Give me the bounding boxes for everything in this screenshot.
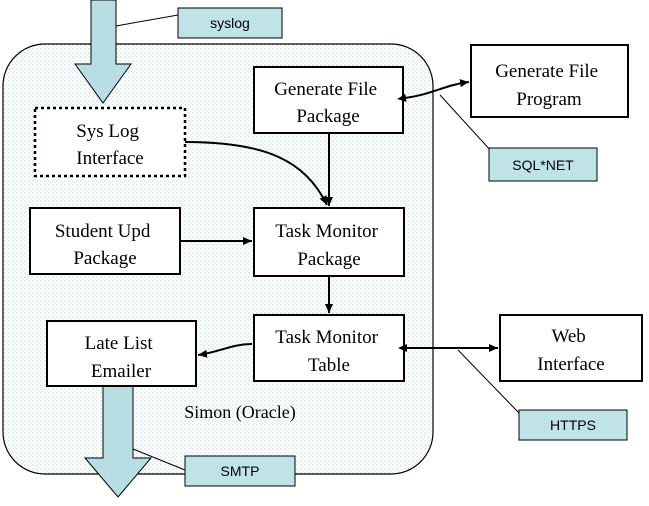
smtp-tag: SMTP bbox=[184, 455, 296, 487]
syslog-flow-arrow bbox=[74, 0, 132, 104]
late-list-emailer-line1: Late List bbox=[85, 333, 154, 354]
web-interface-line1: Web bbox=[551, 326, 585, 347]
late-list-emailer-box: Late List Emailer bbox=[46, 320, 197, 387]
container-label: Simon (Oracle) bbox=[184, 402, 295, 423]
syslog-interface-line2: Interface bbox=[76, 148, 144, 169]
task-monitor-table-line1: Task Monitor bbox=[275, 327, 378, 348]
svg-text:Task Monitor Package: Task Monitor Package bbox=[275, 221, 382, 270]
svg-text:Web Interface: Web Interface bbox=[537, 326, 605, 375]
task-monitor-package-line1: Task Monitor bbox=[275, 221, 378, 242]
task-monitor-table-line2: Table bbox=[308, 355, 350, 376]
sqlnet-tag-label: SQL*NET bbox=[512, 157, 574, 173]
syslog-tag: syslog bbox=[177, 7, 283, 39]
generate-file-package-program-link bbox=[397, 79, 470, 102]
syslog-tag-label: syslog bbox=[210, 15, 250, 31]
task-monitor-table-to-emailer-arrow bbox=[197, 343, 253, 358]
syslog-interface-box: Sys Log Interface bbox=[33, 106, 187, 178]
web-interface-line2: Interface bbox=[537, 354, 605, 375]
https-callout-line bbox=[457, 349, 521, 415]
task-monitor-table-box: Task Monitor Table bbox=[253, 314, 405, 382]
generate-file-package-box: Generate File Package bbox=[253, 66, 404, 134]
generate-file-program-box: Generate File Program bbox=[470, 44, 629, 118]
task-monitor-package-box: Task Monitor Package bbox=[253, 207, 405, 277]
svg-text:Generate File Package: Generate File Package bbox=[274, 79, 382, 127]
generate-file-program-line2: Program bbox=[516, 89, 582, 110]
https-tag-label: HTTPS bbox=[550, 417, 596, 433]
generate-file-program-line1: Generate File bbox=[495, 61, 598, 82]
svg-text:Sys Log Interface: Sys Log Interface bbox=[76, 121, 144, 169]
syslog-to-task-monitor-arrow bbox=[184, 141, 328, 206]
svg-text:Task Monitor Table: Task Monitor Table bbox=[275, 327, 382, 376]
student-upd-package-line1: Student Upd bbox=[55, 221, 151, 242]
generate-file-package-line2: Package bbox=[296, 106, 359, 127]
smtp-callout-line bbox=[132, 448, 186, 471]
https-tag: HTTPS bbox=[518, 409, 628, 441]
generate-file-package-line1: Generate File bbox=[274, 79, 377, 100]
late-list-emailer-line2: Emailer bbox=[91, 361, 152, 382]
syslog-interface-line1: Sys Log bbox=[76, 121, 139, 142]
student-upd-package-line2: Package bbox=[73, 248, 136, 269]
svg-text:Student Upd Package: Student Upd Package bbox=[55, 221, 155, 269]
svg-text:Generate File Program: Generate File Program bbox=[495, 61, 603, 110]
smtp-tag-label: SMTP bbox=[221, 463, 260, 479]
task-monitor-package-line2: Package bbox=[297, 249, 360, 270]
sqlnet-tag: SQL*NET bbox=[488, 147, 598, 182]
sqlnet-callout-line bbox=[439, 94, 493, 153]
smtp-flow-arrow bbox=[83, 385, 153, 498]
syslog-callout-line bbox=[115, 14, 179, 27]
student-upd-package-box: Student Upd Package bbox=[29, 207, 181, 275]
svg-text:Late List Emailer: Late List Emailer bbox=[85, 333, 158, 382]
web-interface-box: Web Interface bbox=[499, 314, 643, 382]
